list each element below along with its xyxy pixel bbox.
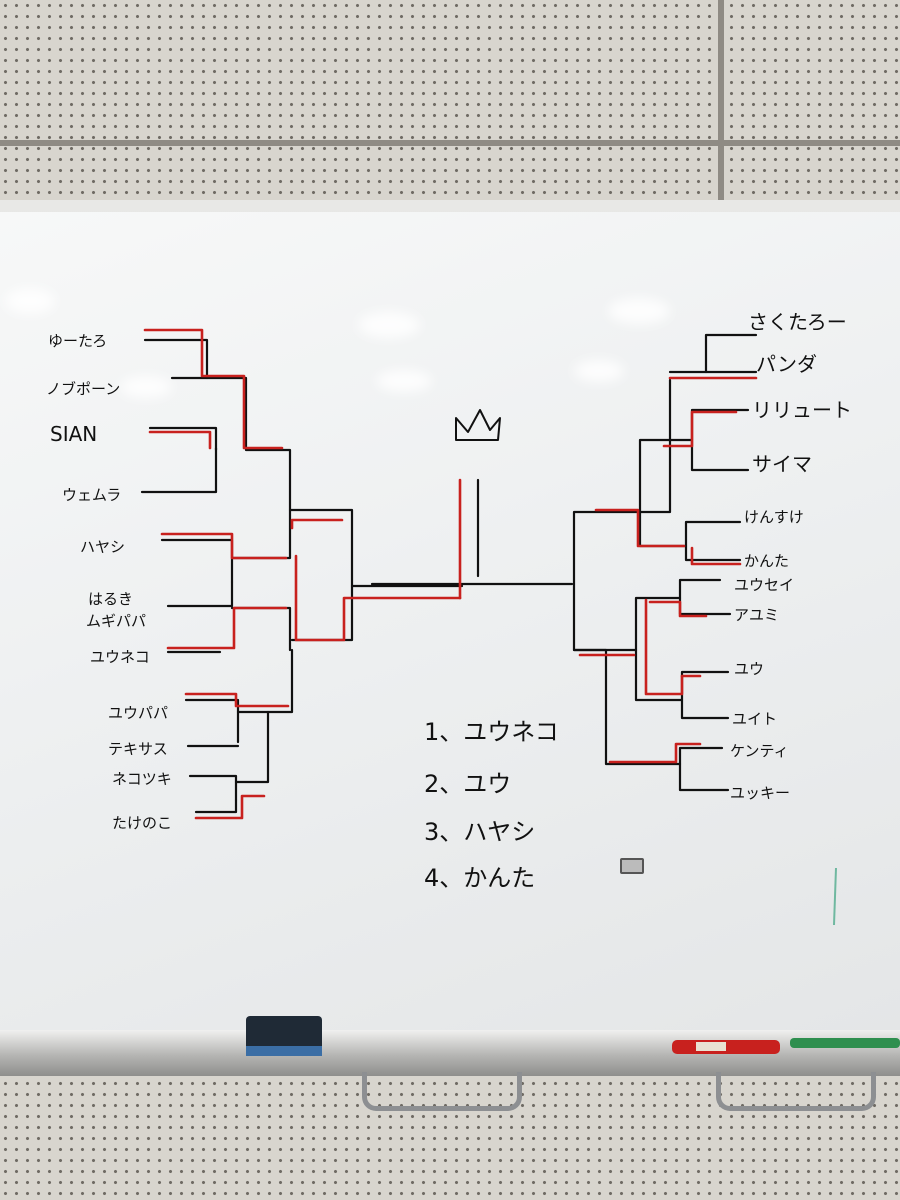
green-marker xyxy=(790,1038,900,1048)
bracket-name-right: ユウ xyxy=(734,660,765,678)
light-reflection xyxy=(120,376,172,398)
bracket-name-left: ムギパパ xyxy=(86,612,147,630)
bracket-name-left: ハヤシ xyxy=(80,538,126,556)
light-reflection xyxy=(608,298,670,324)
bracket-name-left: たけのこ xyxy=(112,814,173,832)
bracket-name-left: ウェムラ xyxy=(62,486,122,504)
bracket-name-right: アユミ xyxy=(734,606,780,624)
whiteboard xyxy=(0,212,900,1034)
marker-label xyxy=(696,1042,726,1051)
result-line: 3、ハヤシ xyxy=(424,818,536,846)
board-handle xyxy=(362,1072,522,1111)
bracket-name-left: ノブポーン xyxy=(46,380,121,398)
bracket-name-left: テキサス xyxy=(108,740,168,758)
bracket-name-right: ユウセイ xyxy=(734,576,795,594)
bracket-name-left: ユウネコ xyxy=(90,648,150,666)
wall-seam xyxy=(718,0,724,200)
bracket-name-right: ユイト xyxy=(732,710,778,728)
light-reflection xyxy=(358,312,420,338)
bracket-name-right: リリュート xyxy=(752,398,852,422)
result-line: 4、かんた xyxy=(424,864,536,892)
bracket-name-right: サイマ xyxy=(752,452,812,476)
board-magnet xyxy=(620,858,644,874)
light-reflection xyxy=(574,360,624,382)
bracket-name-left: はるき xyxy=(88,590,134,608)
bracket-name-right: かんた xyxy=(744,552,790,570)
bracket-name-right: ユッキー xyxy=(730,784,791,802)
bracket-name-right: ケンティ xyxy=(730,742,789,760)
bracket-name-left: SIAN xyxy=(50,422,98,446)
bracket-name-right: けんすけ xyxy=(744,508,804,526)
red-marker xyxy=(672,1040,780,1054)
marker-trace xyxy=(833,867,837,926)
wall-seam xyxy=(0,140,900,146)
eraser-felt xyxy=(246,1046,322,1056)
bracket-name-right: さくたろー xyxy=(748,310,847,334)
result-line: 2、ユウ xyxy=(424,770,512,798)
bracket-name-right: パンダ xyxy=(756,352,817,376)
bracket-name-left: ネコツキ xyxy=(112,770,172,788)
crown-icon xyxy=(455,409,501,441)
bracket-name-left: ゆーたろ xyxy=(48,332,108,350)
bracket-name-left: ユウパパ xyxy=(108,704,169,722)
light-reflection xyxy=(376,370,432,392)
result-line: 1、ユウネコ xyxy=(424,718,559,746)
light-reflection xyxy=(5,288,55,314)
board-handle xyxy=(716,1072,876,1111)
